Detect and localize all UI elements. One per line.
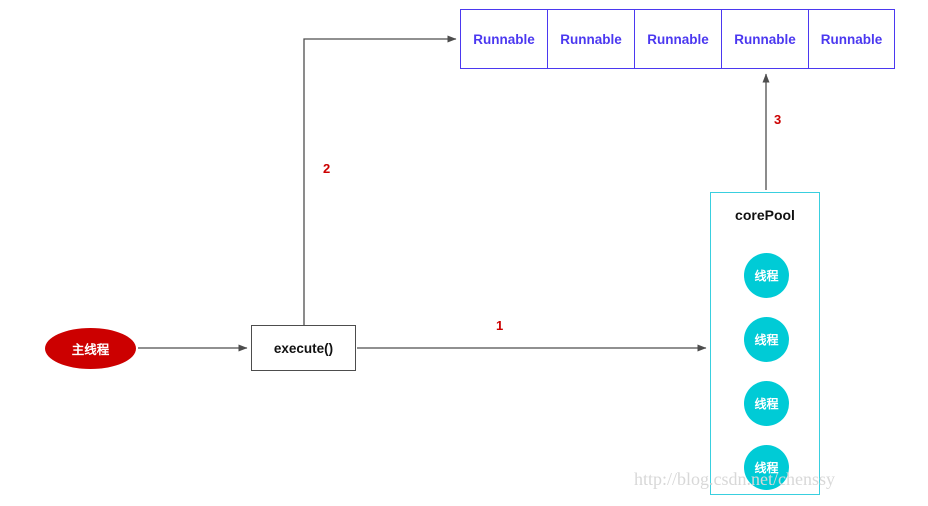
queue-cell: Runnable: [721, 9, 808, 69]
core-pool-title: corePool: [735, 207, 795, 223]
core-pool-container: corePool 线程 线程 线程 线程: [710, 192, 820, 495]
thread-node: 线程: [744, 445, 789, 490]
watermark: http://blog.csdn.net/chenssy: [634, 469, 835, 489]
step-label-2: 2: [323, 161, 331, 176]
step-label-1: 1: [496, 318, 504, 333]
queue-cell: Runnable: [460, 9, 547, 69]
queue-cell: Runnable: [808, 9, 895, 69]
execute-node: execute(): [251, 325, 356, 371]
step-label-3: 3: [774, 112, 782, 127]
thread-node: 线程: [744, 317, 789, 362]
thread-node: 线程: [744, 253, 789, 298]
runnable-queue: Runnable Runnable Runnable Runnable Runn…: [460, 9, 895, 69]
queue-cell: Runnable: [634, 9, 721, 69]
thread-node: 线程: [744, 381, 789, 426]
arrow-execute-to-queue: [303, 35, 457, 325]
main-thread-node: 主线程: [45, 328, 136, 369]
queue-cell: Runnable: [547, 9, 634, 69]
